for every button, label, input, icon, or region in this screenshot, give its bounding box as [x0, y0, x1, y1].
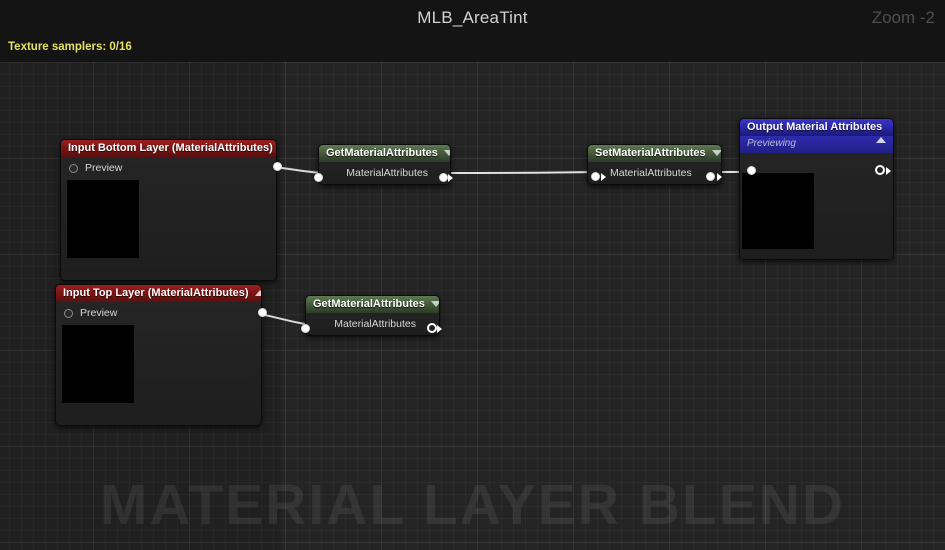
preview-label: Preview: [85, 162, 123, 174]
node-header[interactable]: Input Bottom Layer (MaterialAttributes): [61, 140, 276, 157]
caret-up-icon[interactable]: [254, 290, 261, 296]
node-body: Input Bottom Layer (MaterialAttributes) …: [60, 139, 277, 281]
caret-up-icon[interactable]: [876, 137, 886, 143]
pin-label: MaterialAttributes: [610, 167, 692, 179]
input-pin-arrow-icon: [601, 173, 606, 181]
graph-topbar: MLB_AreaTint Zoom -2 Texture samplers: 0…: [0, 0, 945, 62]
node-body: Input Top Layer (MaterialAttributes) Pre…: [55, 284, 262, 426]
zoom-level-indicator: Zoom -2: [871, 8, 935, 27]
page-title: MLB_AreaTint: [417, 8, 528, 27]
output-pin-arrow-icon: [448, 174, 453, 182]
node-subtitle: Previewing: [740, 136, 893, 153]
node-title: GetMaterialAttributes: [313, 298, 425, 310]
output-pin-materialattributes[interactable]: [258, 308, 267, 317]
input-pin-materialattributes[interactable]: [747, 166, 756, 175]
node-get-material-attributes-2[interactable]: GetMaterialAttributes MaterialAttributes: [301, 295, 442, 336]
input-pin-materialattributes[interactable]: [591, 172, 600, 181]
caret-down-icon[interactable]: [430, 301, 439, 307]
node-header[interactable]: GetMaterialAttributes: [319, 145, 450, 162]
node-output-material-attributes[interactable]: Output Material Attributes Previewing: [739, 118, 894, 260]
output-pin-arrow-icon: [886, 167, 891, 175]
preview-label: Preview: [80, 307, 118, 319]
output-pin-materialattributes[interactable]: [273, 162, 282, 171]
preview-swatch: [67, 180, 139, 258]
node-title: GetMaterialAttributes: [326, 147, 438, 159]
node-get-material-attributes-1[interactable]: GetMaterialAttributes MaterialAttributes: [314, 144, 453, 185]
node-body: GetMaterialAttributes MaterialAttributes: [318, 144, 451, 185]
output-pin-materialattributes-unconnected[interactable]: [427, 323, 437, 333]
node-body: SetMaterialAttributes MaterialAttributes: [587, 144, 722, 185]
caret-down-icon[interactable]: [711, 150, 721, 156]
output-pin-unconnected[interactable]: [875, 165, 885, 175]
caret-down-icon[interactable]: [443, 150, 450, 156]
node-input-top-layer[interactable]: Input Top Layer (MaterialAttributes) Pre…: [55, 284, 267, 426]
output-pin-materialattributes[interactable]: [439, 173, 448, 182]
pin-row-materialattributes: MaterialAttributes: [319, 162, 450, 184]
texture-samplers-status: Texture samplers: 0/16: [8, 41, 132, 53]
input-pin-materialattributes[interactable]: [314, 173, 323, 182]
radio-icon[interactable]: [69, 163, 78, 173]
pin-label: MaterialAttributes: [346, 167, 428, 179]
node-body: GetMaterialAttributes MaterialAttributes: [305, 295, 440, 336]
output-pin-arrow-icon: [437, 325, 442, 333]
radio-icon[interactable]: [64, 308, 73, 318]
preview-toggle-row[interactable]: Preview: [61, 157, 276, 178]
output-pin-materialattributes[interactable]: [706, 172, 715, 181]
node-title: Output Material Attributes: [747, 121, 883, 133]
pin-row-materialattributes: MaterialAttributes: [306, 313, 439, 335]
node-input-bottom-layer[interactable]: Input Bottom Layer (MaterialAttributes) …: [60, 139, 282, 281]
output-pin-arrow-icon: [717, 173, 722, 181]
node-set-material-attributes[interactable]: SetMaterialAttributes MaterialAttributes: [587, 144, 722, 185]
preview-toggle-row[interactable]: Preview: [56, 302, 261, 323]
node-header[interactable]: SetMaterialAttributes: [588, 145, 721, 162]
input-pin-materialattributes[interactable]: [301, 324, 310, 333]
pin-label: MaterialAttributes: [334, 318, 416, 330]
node-title: Input Bottom Layer (MaterialAttributes): [68, 142, 273, 154]
node-body: Output Material Attributes Previewing: [739, 118, 894, 260]
node-header[interactable]: GetMaterialAttributes: [306, 296, 439, 313]
node-title: SetMaterialAttributes: [595, 147, 706, 159]
node-header[interactable]: Output Material Attributes: [740, 119, 893, 136]
node-header[interactable]: Input Top Layer (MaterialAttributes): [56, 285, 261, 302]
node-title: Input Top Layer (MaterialAttributes): [63, 287, 249, 299]
preview-swatch: [742, 173, 814, 249]
pin-row-materialattributes: MaterialAttributes: [588, 162, 721, 184]
preview-swatch: [62, 325, 134, 403]
